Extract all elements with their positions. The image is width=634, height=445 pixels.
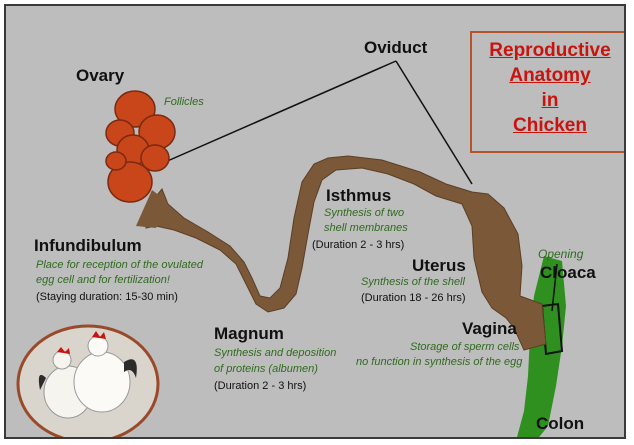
isthmus-duration: (Duration 2 - 3 hrs) xyxy=(312,239,404,252)
colon-label: Colon xyxy=(536,414,584,434)
ovary-label: Ovary xyxy=(76,66,124,86)
title-box: Reproductive Anatomy in Chicken xyxy=(470,31,626,153)
magnum-desc-1: Synthesis and deposition xyxy=(214,347,336,360)
oviduct-pointer-right xyxy=(396,61,472,184)
vagina-desc-2: no function in synthesis of the egg xyxy=(356,356,522,369)
diagram-frame: Reproductive Anatomy in Chicken Oviduct … xyxy=(4,4,626,439)
vagina-label: Vagina xyxy=(462,319,517,339)
magnum-label: Magnum xyxy=(214,324,284,344)
oviduct-label: Oviduct xyxy=(364,38,427,58)
isthmus-desc-2: shell membranes xyxy=(324,222,408,235)
rooster-body xyxy=(74,352,130,412)
magnum-desc-2: of proteins (albumen) xyxy=(214,363,318,376)
oviduct-pointer-left xyxy=(156,61,396,166)
follicles-label: Follicles xyxy=(164,96,204,109)
infundibulum-label: Infundibulum xyxy=(34,236,142,256)
cloaca-label: Cloaca xyxy=(540,263,596,283)
vagina-desc-1: Storage of sperm cells xyxy=(410,341,519,354)
title-line-1: Reproductive xyxy=(472,38,626,63)
infundibulum-duration: (Staying duration: 15-30 min) xyxy=(36,291,178,304)
uterus-duration: (Duration 18 - 26 hrs) xyxy=(361,292,466,305)
follicle xyxy=(106,152,126,170)
isthmus-label: Isthmus xyxy=(326,186,391,206)
uterus-desc: Synthesis of the shell xyxy=(361,276,465,289)
title-line-2: Anatomy xyxy=(472,63,626,88)
infundibulum-desc-2: egg cell and for fertilization! xyxy=(36,274,170,287)
magnum-duration: (Duration 2 - 3 hrs) xyxy=(214,380,306,393)
chicken-illustration xyxy=(18,326,158,439)
uterus-label: Uterus xyxy=(412,256,466,276)
rooster-head xyxy=(88,336,108,356)
title-line-4: Chicken xyxy=(472,113,626,138)
infundibulum-desc-1: Place for reception of the ovulated xyxy=(36,259,203,272)
opening-label: Opening xyxy=(538,248,583,261)
isthmus-desc-1: Synthesis of two xyxy=(324,207,404,220)
title-line-3: in xyxy=(472,88,626,113)
